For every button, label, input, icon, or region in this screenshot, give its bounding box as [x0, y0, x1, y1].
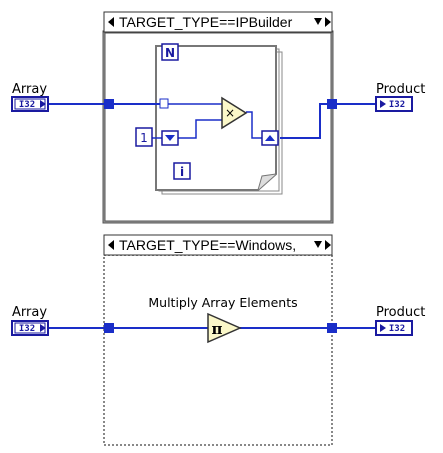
shift-register-down-arrow-icon — [165, 135, 175, 141]
top-output-tunnel[interactable] — [327, 99, 337, 109]
svg-text:N: N — [165, 46, 175, 60]
for-loop-structure[interactable] — [155, 45, 283, 195]
multiply-array-elements-node[interactable]: π — [207, 312, 242, 344]
bottom-case-selector-label: TARGET_TYPE==Windows, — [119, 237, 296, 253]
bottom-input-tunnel[interactable] — [104, 323, 114, 333]
pi-symbol: π — [212, 320, 223, 338]
increment-arrow-icon[interactable] — [325, 17, 331, 27]
svg-text:I32: I32 — [19, 324, 35, 334]
bottom-product-label: Product — [376, 305, 425, 320]
svg-text:I32: I32 — [19, 100, 35, 110]
loop-count-terminal[interactable]: N — [161, 43, 179, 61]
top-case-selector-label: TARGET_TYPE==IPBuilder — [119, 14, 293, 30]
svg-text:I32: I32 — [389, 324, 405, 334]
shift-in-wire — [178, 119, 222, 139]
top-input-tunnel[interactable] — [104, 99, 114, 109]
shift-register-right[interactable] — [261, 130, 279, 146]
loop-iteration-terminal[interactable]: i — [173, 162, 191, 180]
bottom-product-terminal[interactable]: Product I32 — [375, 305, 425, 336]
top-product-label: Product — [376, 82, 425, 97]
bottom-array-terminal[interactable]: Array I32 — [11, 305, 49, 336]
multiply-symbol: × — [225, 106, 235, 120]
loop-autoindex-tunnel[interactable] — [159, 98, 169, 109]
top-case-selector[interactable]: TARGET_TYPE==IPBuilder — [103, 11, 333, 33]
shift-register-up-arrow-icon — [265, 135, 275, 141]
increment-arrow-icon[interactable] — [325, 240, 331, 250]
dropdown-arrow-icon[interactable] — [314, 241, 322, 248]
dropdown-arrow-icon[interactable] — [314, 18, 322, 25]
product-output-wire — [280, 103, 379, 139]
svg-text:i: i — [180, 165, 184, 179]
multiply-node[interactable]: × — [221, 96, 248, 130]
top-array-terminal[interactable]: Array I32 — [11, 82, 49, 112]
top-wires — [49, 103, 379, 139]
bottom-output-tunnel[interactable] — [327, 323, 337, 333]
top-product-terminal[interactable]: Product I32 — [375, 82, 425, 112]
bottom-case-structure[interactable] — [103, 254, 333, 446]
svg-text:1: 1 — [140, 131, 148, 145]
top-array-label: Array — [12, 82, 47, 97]
bottom-array-label: Array — [12, 305, 47, 320]
svg-text:I32: I32 — [389, 100, 405, 110]
init-constant[interactable]: 1 — [135, 127, 153, 147]
shift-register-left[interactable] — [161, 130, 179, 146]
decrement-arrow-icon[interactable] — [108, 240, 114, 250]
function-label: Multiply Array Elements — [148, 295, 297, 310]
decrement-arrow-icon[interactable] — [108, 17, 114, 27]
bottom-case-selector[interactable]: TARGET_TYPE==Windows, — [103, 234, 333, 256]
product-wire — [246, 111, 262, 139]
